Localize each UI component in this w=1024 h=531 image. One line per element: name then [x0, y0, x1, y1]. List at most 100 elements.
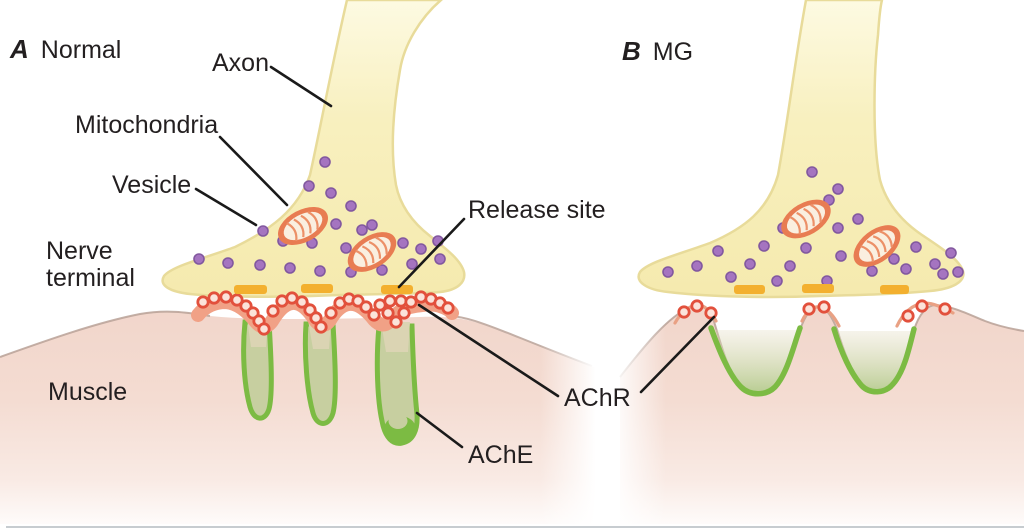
vesicle-label: Vesicle	[112, 171, 192, 199]
panel-b-letter: B	[622, 36, 641, 66]
vesicle-dot	[319, 156, 331, 168]
mitochondrion-crista	[300, 214, 312, 234]
vesicle-dot	[832, 222, 844, 234]
mitochondria-pointer-line	[218, 135, 289, 207]
mitochondrion-crista	[368, 240, 382, 259]
vesicle-dot	[806, 166, 818, 178]
cleft-interior	[836, 331, 913, 391]
vesicle-dot	[662, 266, 674, 278]
vesicle-dot	[284, 262, 296, 274]
mitochondrion-crista	[361, 245, 375, 264]
panel-gap-fade-left	[540, 295, 602, 531]
mitochondrion	[853, 225, 901, 267]
achr-receptor	[938, 302, 952, 316]
mitochondrion-matrix	[786, 204, 826, 234]
mitochondrion-crista	[872, 235, 887, 253]
vesicle-dot	[222, 257, 234, 269]
axon-label: Axon	[212, 49, 269, 77]
vesicle-pointer-line	[194, 187, 258, 227]
achr-pointer-line-left	[417, 303, 560, 398]
panel-b-name: MG	[652, 38, 694, 66]
vesicle-dot	[356, 224, 368, 236]
achr-receptor	[677, 305, 691, 319]
vesicle-dot	[852, 213, 864, 225]
vesicle-dot	[888, 253, 900, 265]
vesicle-dot	[832, 183, 844, 195]
achr-label: AChR	[564, 384, 631, 412]
vesicles-a	[193, 156, 446, 278]
panel-a-graphics	[0, 0, 596, 524]
achr-receptor	[397, 306, 411, 320]
vesicle-dot	[314, 265, 326, 277]
achr-receptor	[404, 295, 418, 309]
mitochondrion-crista	[375, 236, 388, 255]
vesicle-dot	[744, 258, 756, 270]
mitochondrion	[278, 207, 328, 245]
axon-terminal-shape-b	[637, 0, 965, 299]
release-site-bar	[734, 285, 765, 294]
achr-pointer-line-right	[639, 315, 716, 394]
bottom-border-line	[6, 526, 1024, 528]
vesicle-dot	[937, 268, 949, 280]
mitochondrion-crista	[866, 240, 881, 258]
achr-receptor	[383, 294, 397, 308]
panel-gap-fade-right	[606, 295, 666, 531]
vesicle-dot	[330, 218, 342, 230]
vesicle-dot	[835, 250, 847, 262]
achr-receptor	[367, 308, 381, 322]
synaptic-fold	[374, 323, 420, 446]
nerve-terminal-label-line2: terminal	[46, 264, 135, 292]
release-site-bar	[234, 285, 267, 294]
achr-receptor	[704, 306, 718, 320]
achr-receptor	[257, 322, 271, 336]
mitochondrion-crista	[796, 211, 808, 231]
ache-bulb-inner	[388, 413, 408, 429]
mitochondria-a	[278, 207, 397, 272]
achr-receptor	[324, 306, 338, 320]
mitochondrion-crista	[307, 211, 319, 230]
vesicle-dot	[434, 253, 446, 265]
vesicle-dot	[910, 241, 922, 253]
vesicle-dot	[712, 245, 724, 257]
vesicle-dot	[945, 247, 957, 259]
vesicle-dot	[340, 242, 352, 254]
muscle-b	[620, 305, 1024, 524]
vesicle-dot	[866, 265, 878, 277]
mitochondrion-matrix	[283, 211, 323, 241]
vesicle-dot	[800, 242, 812, 254]
vesicle-dot	[325, 187, 337, 199]
axon-pointer-line	[269, 65, 333, 108]
ache-label: AChE	[468, 441, 534, 469]
release-site-bars	[234, 284, 909, 294]
achr-receptor	[359, 300, 373, 314]
release-site-label: Release site	[468, 196, 606, 224]
achr-receptor	[915, 299, 929, 313]
ache-lining	[708, 325, 803, 397]
vesicle-dot	[784, 260, 796, 272]
mitochondrion-crista	[789, 215, 801, 235]
achr-receptors-b	[677, 299, 952, 323]
mitochondrion-crista	[803, 207, 815, 227]
vesicle-dot	[303, 180, 315, 192]
pointer-lines	[194, 65, 716, 449]
release-site-bar	[880, 285, 909, 294]
achr-receptor	[196, 295, 210, 309]
mitochondrion-crista	[286, 222, 298, 242]
vesicle-dot	[952, 266, 964, 278]
vesicle-dot	[691, 260, 703, 272]
muscle-label: Muscle	[48, 378, 128, 406]
achr-receptor	[389, 315, 403, 329]
vesicle-dot	[415, 243, 427, 255]
vesicle-dot	[929, 258, 941, 270]
vesicle-dot	[771, 275, 783, 287]
mitochondrion-crista	[810, 203, 822, 223]
ache-lining	[831, 326, 917, 395]
vesicle-dot	[900, 263, 912, 275]
vesicle-dot	[406, 258, 418, 270]
mitochondrion	[347, 232, 397, 272]
release-site-bar	[301, 284, 333, 293]
vesicle-dot	[397, 237, 409, 249]
panel-a-name: Normal	[40, 36, 122, 64]
achr-receptor	[230, 293, 244, 307]
